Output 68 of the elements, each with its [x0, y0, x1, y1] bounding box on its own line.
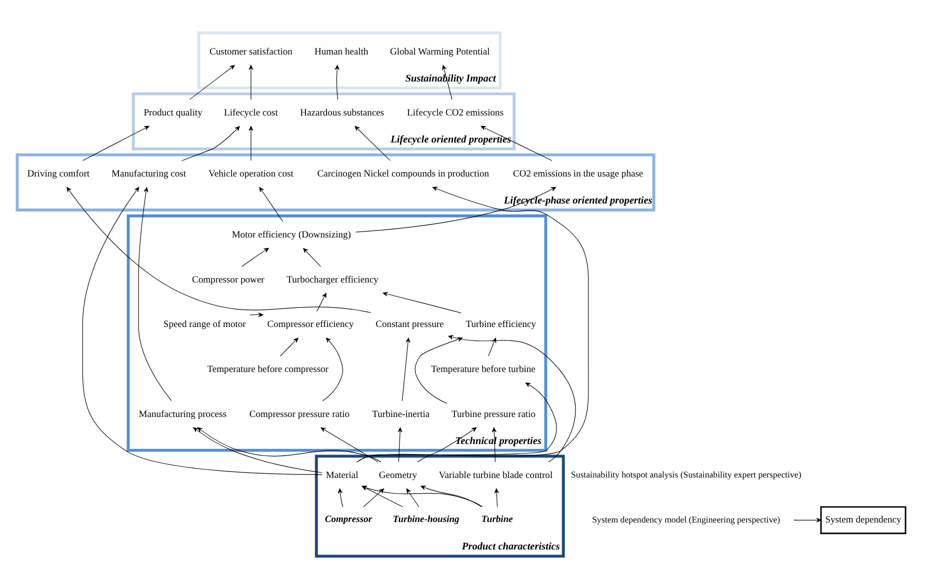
arrow [182, 126, 240, 160]
label: System dependency model (Engineering perspective) [592, 514, 780, 524]
node-text: Temperature before compressor [207, 363, 329, 374]
node-text: Compressor [324, 513, 372, 524]
arrow [398, 426, 402, 462]
node-text: Turbine efficiency [466, 318, 536, 330]
node-text: Geometry [378, 469, 418, 480]
node-text: Manufacturing cost [112, 168, 186, 179]
arrow [362, 485, 404, 507]
arrow [354, 126, 390, 160]
arrow [303, 248, 321, 266]
arrow [420, 485, 482, 507]
arrow [193, 426, 322, 472]
arrow [338, 488, 344, 507]
arrow [197, 426, 382, 462]
arrow [242, 247, 269, 266]
arrow [356, 186, 589, 462]
node-text: Human health [314, 46, 368, 57]
node-text: Variable turbine blade control [438, 469, 553, 480]
arrow [248, 64, 254, 100]
arrow [248, 126, 254, 160]
node-text: Hazardous substances [300, 106, 384, 118]
arrow [362, 485, 483, 507]
node-text: Turbocharger efficiency [286, 274, 378, 285]
arrow [448, 334, 576, 462]
node-text: Lifecycle CO2 emissions [407, 106, 504, 118]
arrow [494, 488, 499, 507]
node-text: Speed range of motor [163, 318, 246, 330]
node-text: Motor efficiency (Downsizing) [232, 228, 351, 240]
node-text: Compressor pressure ratio [249, 408, 350, 420]
node-text: Carcinogen Nickel compounds in production [317, 168, 490, 179]
arrow [414, 336, 463, 404]
arrow [316, 292, 326, 312]
node-text: Customer satisfaction [209, 46, 292, 57]
arrow [189, 64, 235, 100]
legend-label: System dependency [825, 514, 902, 526]
node-text: Compressor power [192, 274, 264, 285]
node-text: CO2 emissions in the usage phase [512, 168, 644, 179]
node-text: Turbine pressure ratio [452, 408, 536, 420]
node-text: Vehicle operation cost [208, 168, 294, 179]
node-text: Constant pressure [376, 318, 444, 330]
node-text: Turbine [481, 513, 513, 524]
arrow [322, 337, 344, 401]
arrow [406, 488, 420, 507]
node-text: Lifecycle cost [224, 106, 278, 118]
arrow [356, 186, 556, 232]
arrow [259, 186, 284, 222]
node-text: Turbine-inertia [372, 408, 430, 420]
arrow [320, 426, 378, 462]
node-text: Driving comfort [27, 168, 90, 179]
arrow [82, 125, 150, 160]
node-text: Material [326, 469, 358, 480]
node-text: Global Warming Potential [390, 46, 490, 57]
node-text: Compressor efficiency [267, 318, 354, 330]
arrow [356, 382, 557, 462]
arrow [82, 186, 322, 474]
arrow [402, 337, 410, 401]
arrow [280, 337, 298, 356]
arrow [480, 125, 552, 160]
node-text: Manufacturing process [138, 408, 226, 420]
arrow [382, 291, 462, 313]
node-text: Turbine-housing [392, 513, 460, 524]
node-text: Temperature before turbine [431, 363, 536, 374]
arrow [363, 488, 384, 507]
label: Sustainability hotspot analysis (Sustainability expert perspective) [570, 469, 802, 480]
arrow [138, 186, 172, 401]
node-text: Product quality [144, 106, 202, 118]
arrow [66, 186, 372, 312]
